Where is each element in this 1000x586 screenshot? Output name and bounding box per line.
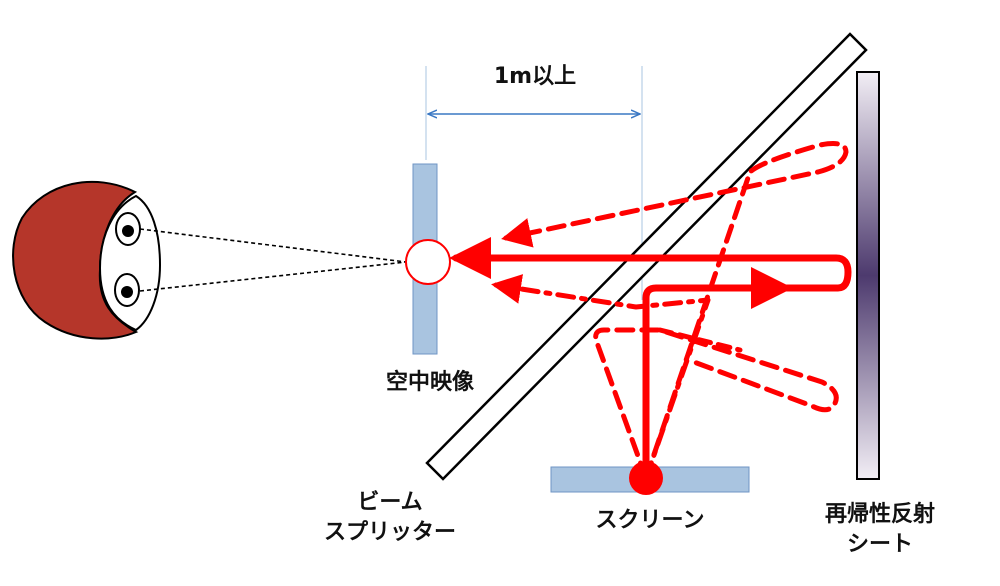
ray-dashed-upper: [501, 141, 849, 481]
sight-lines: [139, 228, 407, 292]
ray-dashed-lower: [593, 327, 839, 481]
main-ray-solid: [449, 237, 852, 482]
distance-label: 1m以上: [493, 64, 577, 89]
beam-splitter-label-line2: スプリッター: [323, 520, 456, 545]
ray-dashdot-lower: [491, 274, 711, 481]
retro-sheet-label-line1: 再帰性反射: [824, 502, 935, 527]
beam-splitter-label-line1: ビーム: [357, 490, 423, 515]
sight-line-upper: [139, 228, 407, 263]
ray-dashed-lower-left: [657, 327, 743, 353]
beam-splitter-label: ビーム スプリッター: [290, 488, 490, 548]
sight-line-lower: [139, 261, 407, 292]
left-pupil: [122, 225, 134, 237]
screen-light-source: [629, 461, 663, 495]
aerial-image-label: 空中映像: [385, 370, 474, 395]
screen-label: スクリーン: [595, 508, 705, 533]
right-pupil: [121, 286, 133, 298]
distance-dimension: [425, 66, 643, 300]
retro-reflective-sheet: [856, 71, 880, 480]
viewer-head: [12, 180, 162, 340]
retro-sheet-label-line2: シート: [846, 532, 913, 557]
light-rays: [449, 141, 852, 482]
aerial-image-point: [405, 239, 451, 285]
retro-sheet-label: 再帰性反射 シート: [780, 500, 980, 560]
